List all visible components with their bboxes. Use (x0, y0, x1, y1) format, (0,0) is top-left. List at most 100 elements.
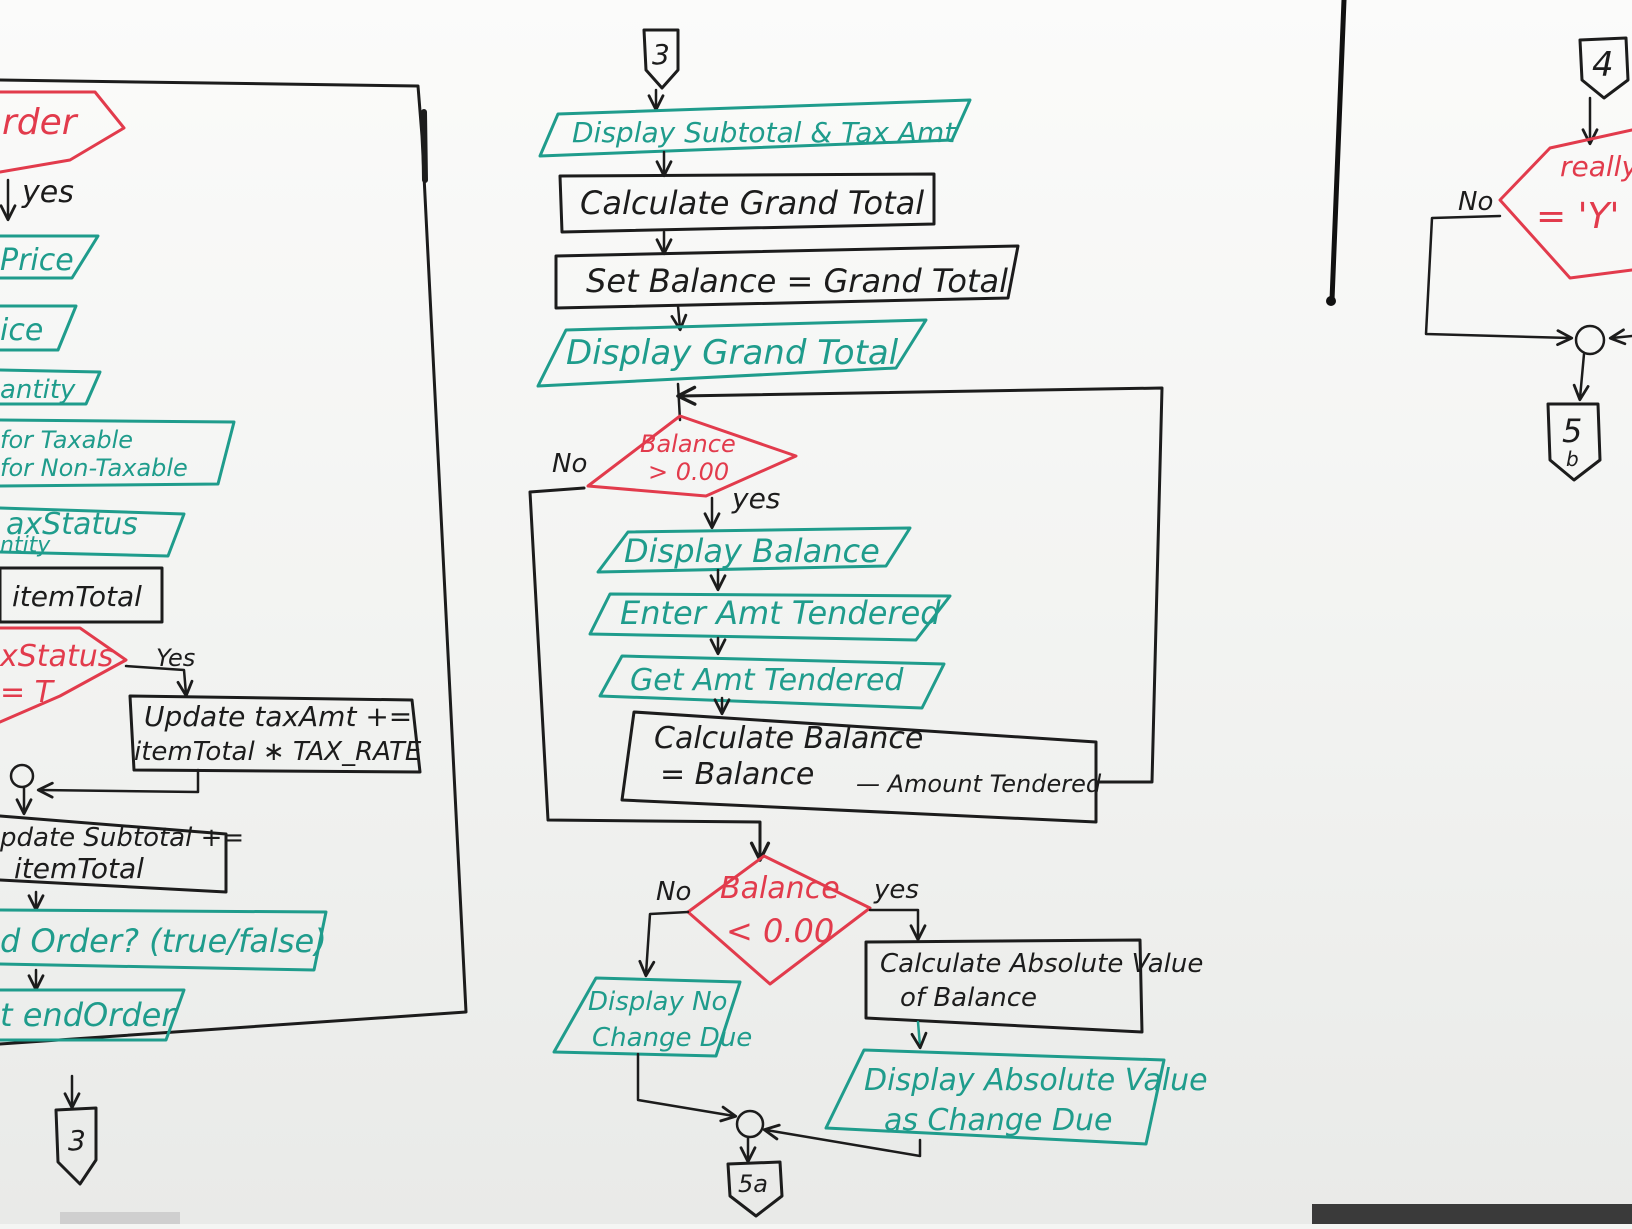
io-taxstatus-shape (0, 506, 186, 558)
connector-3-shape (54, 1106, 98, 1186)
decision-taxstatus-shape (0, 626, 128, 724)
io-taxable-label-1: for Taxable (0, 426, 133, 454)
junction-circle (9, 763, 35, 789)
no-label: No (552, 449, 587, 479)
io-quantity-label: antity (0, 375, 76, 405)
io-abs-change-label-1: Display Absolute Value (864, 1063, 1208, 1098)
right-flowchart: 4 really = 'Y' No 5 b (1424, 36, 1632, 482)
flow-arrow (1572, 352, 1590, 402)
junction-circle (735, 1109, 765, 1139)
flow-arrow (638, 910, 690, 978)
decision-balance-shape (586, 414, 798, 498)
process-calc-balance-box (620, 710, 1098, 824)
process-abs-label-2: of Balance (900, 983, 1037, 1013)
no-branch-line (1424, 214, 1574, 347)
yes-label: yes (21, 175, 74, 210)
io-taxstatus-label-1: axStatus (6, 507, 138, 542)
connector-5b-sub-label: b (1566, 447, 1579, 471)
io-price-1-shape (0, 234, 100, 280)
flow-line (676, 382, 682, 422)
io-get-amt-label: Get Amt Tendered (630, 663, 904, 698)
loop-line-thick (421, 109, 428, 183)
decision-really-label-2: = 'Y' (1536, 196, 1619, 237)
io-no-change-label-1: Display No (588, 987, 727, 1017)
connector-4-label: 4 (1592, 45, 1614, 85)
flow-arrow (1608, 328, 1632, 346)
connector-bottom-shape (726, 1160, 784, 1218)
io-no-change-shape (552, 976, 742, 1058)
loop-line-left (0, 78, 468, 1046)
connector-5b-label: 5 (1562, 412, 1582, 450)
io-end-order-q-label: d Order? (true/false) (0, 922, 327, 960)
io-end-order-label: t endOrder (0, 996, 176, 1034)
process-calc-balance-label-3: — Amount Tendered (856, 770, 1102, 798)
io-price-2-shape (0, 304, 78, 352)
process-update-tax-label-1: Update taxAmt += (144, 700, 412, 733)
marker-tip (1326, 296, 1336, 306)
decision-really-shape (1498, 128, 1632, 280)
yes-label: yes (731, 482, 780, 515)
decision-balance-lt-shape (686, 854, 872, 986)
io-end-order-q-shape (0, 908, 328, 972)
process-subtotal-label-2: itemTotal (14, 852, 144, 885)
io-price-2-label: ice (0, 313, 43, 348)
io-abs-change-label-2: as Change Due (884, 1103, 1113, 1138)
connector-top-label: 3 (652, 38, 670, 71)
flow-arrow (868, 908, 927, 942)
io-enter-amt-shape (588, 592, 952, 642)
connector-3-label: 3 (68, 1124, 86, 1157)
connector-4-shape (1578, 36, 1630, 100)
process-itemtotal-label: itemTotal (12, 580, 142, 613)
left-flowchart: rder yes Price ice antity for Taxable fo… (0, 78, 468, 1186)
loop-back-line (676, 385, 1164, 784)
junction-circle (1574, 324, 1606, 356)
io-price-1-label: Price (0, 243, 74, 278)
decision-balance-lt-label-2: < 0.00 (726, 912, 834, 950)
flow-arrow (670, 304, 688, 332)
connector-bottom-label: 5a (738, 1170, 768, 1198)
flow-arrow (124, 664, 194, 698)
process-update-tax-label-2: itemTotal ∗ TAX_RATE (134, 737, 422, 767)
decision-order-label: rder (2, 102, 79, 143)
io-abs-change-shape (824, 1048, 1166, 1146)
io-end-order-shape (0, 988, 186, 1042)
io-taxable-shape (0, 418, 236, 488)
middle-flowchart: 3 Display Subtotal & Tax Amt Calculate G… (528, 28, 1208, 1218)
process-subtotal-label-1: pdate Subtotal += (0, 823, 244, 853)
io-get-amt-shape (598, 654, 946, 710)
io-enter-amt-label: Enter Amt Tendered (620, 594, 941, 632)
io-taxable-label-2: for Non-Taxable (0, 454, 188, 482)
flow-line (36, 768, 200, 799)
process-calc-grand-label: Calculate Grand Total (580, 184, 924, 222)
process-calc-balance-label-2: = Balance (660, 757, 814, 792)
process-calc-balance-label-1: Calculate Balance (654, 721, 923, 756)
io-taxstatus-label-2: ntity (0, 533, 51, 558)
no-label-2: No (656, 877, 691, 907)
connector-5b-shape (1546, 402, 1602, 482)
io-quantity-shape (0, 368, 102, 406)
process-calc-grand-box (558, 172, 936, 234)
no-branch-line (528, 486, 771, 862)
decision-balance-lt-label-1: Balance (720, 871, 840, 906)
marker-cord (1329, 0, 1347, 303)
io-no-change-label-2: Change Due (592, 1023, 752, 1053)
flow-arrow (910, 1020, 928, 1050)
yes-label-2: yes (873, 875, 919, 905)
decision-order-shape (0, 90, 126, 174)
io-display-balance-shape (596, 526, 912, 574)
decision-taxstatus-label-2: = T (0, 675, 56, 710)
decision-balance-label-1: Balance (640, 430, 736, 458)
process-update-tax-box (128, 694, 422, 774)
decision-really-label-1: really (1560, 150, 1632, 183)
board-tray (1312, 1204, 1632, 1224)
process-set-balance-label: Set Balance = Grand Total (586, 262, 1008, 300)
io-display-subtotal-label: Display Subtotal & Tax Amt (572, 116, 956, 149)
process-abs-label-1: Calculate Absolute Value (880, 949, 1203, 979)
connector-top-shape (642, 28, 680, 90)
board-tray-left (60, 1212, 180, 1224)
decision-balance-label-2: > 0.00 (648, 458, 729, 486)
process-subtotal-box (0, 814, 228, 894)
io-display-grand-label: Display Grand Total (566, 333, 899, 373)
